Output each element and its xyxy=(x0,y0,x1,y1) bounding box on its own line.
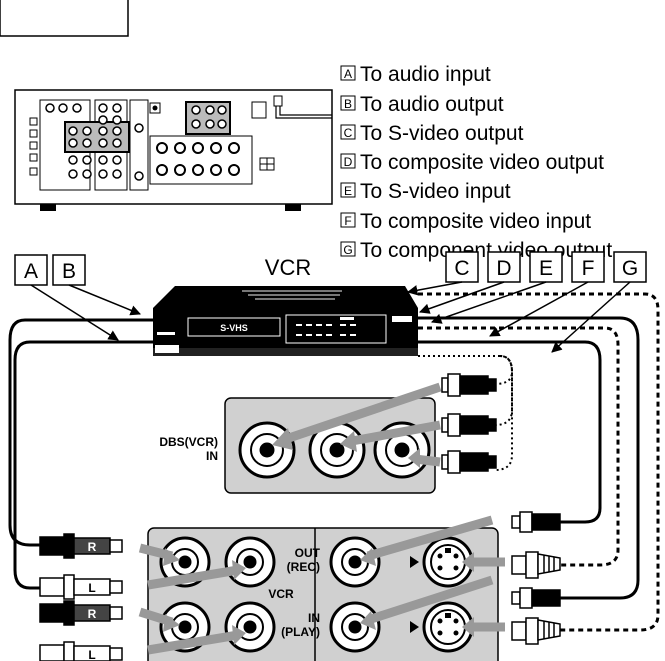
component-plug-1 xyxy=(441,373,497,397)
receiver-rear-panel xyxy=(14,89,333,211)
vcr-panel-label: VCR xyxy=(268,587,294,601)
svg-text:To audio output: To audio output xyxy=(360,93,504,116)
cable-a xyxy=(13,340,153,590)
svg-text:L: L xyxy=(88,581,95,595)
callout-f: F xyxy=(571,251,605,283)
svg-text:A: A xyxy=(24,260,38,283)
legend-item-b: B To audio output xyxy=(340,93,504,116)
svg-text:E: E xyxy=(539,257,553,280)
callout-e: E xyxy=(529,251,563,283)
callout-g: G xyxy=(613,251,647,283)
audio-plug-r-1: R xyxy=(39,533,123,559)
cable-f xyxy=(418,340,602,524)
vcr-badge: S-VHS xyxy=(220,323,248,333)
svg-text:E: E xyxy=(344,184,352,198)
svg-text:C: C xyxy=(454,257,469,280)
top-left-tab xyxy=(0,0,129,37)
component-plug-3 xyxy=(441,450,497,474)
rec-label: (REC) xyxy=(287,560,320,574)
svg-text:L: L xyxy=(88,648,95,661)
arrow-d xyxy=(419,281,505,314)
dbs-label: DBS(VCR) xyxy=(159,435,218,449)
receiver-vcr-panel: VCR OUT (REC) IN (PLAY) xyxy=(138,515,505,661)
vcr-unit: S-VHS xyxy=(153,286,418,356)
arrow-f xyxy=(489,281,589,337)
svg-text:D: D xyxy=(496,257,511,280)
play-label: (PLAY) xyxy=(281,625,320,639)
callout-b: B xyxy=(52,254,86,286)
svg-text:R: R xyxy=(88,607,97,621)
svg-text:To S-video output: To S-video output xyxy=(360,122,524,145)
svg-text:D: D xyxy=(344,155,353,169)
svg-text:A: A xyxy=(344,67,352,81)
svideo-plug-rec xyxy=(511,551,561,579)
callout-a: A xyxy=(14,254,48,286)
svg-text:To composite video output: To composite video output xyxy=(360,151,604,174)
svg-text:B: B xyxy=(344,97,352,111)
cable-g-branch-1 xyxy=(494,355,513,426)
legend: A To audio input B To audio output C To … xyxy=(340,63,612,262)
svg-text:C: C xyxy=(344,126,353,140)
svideo-plug-play xyxy=(511,617,561,645)
legend-item-f: F To composite video input xyxy=(340,210,591,233)
svg-text:F: F xyxy=(582,257,595,280)
audio-plug-l-1: L xyxy=(39,574,123,600)
cable-g xyxy=(418,355,513,471)
svg-text:To audio input: To audio input xyxy=(360,63,491,86)
arrow-b xyxy=(68,284,141,316)
component-plug-2 xyxy=(441,413,497,437)
svg-text:R: R xyxy=(88,540,97,554)
video-plugs xyxy=(511,511,561,645)
in-label: IN xyxy=(308,611,320,625)
cable-b xyxy=(8,318,153,547)
cable-g-branch-2 xyxy=(494,355,514,385)
arrow-c xyxy=(406,281,463,296)
legend-item-a: A To audio input xyxy=(340,63,491,86)
vcr-title: VCR xyxy=(265,255,311,280)
svg-text:F: F xyxy=(344,214,351,228)
legend-item-c: C To S-video output xyxy=(340,122,524,145)
svg-text:B: B xyxy=(62,260,76,283)
audio-plug-l-2: L xyxy=(39,641,123,661)
cable-e xyxy=(418,326,620,567)
dbs-vcr-in-panel: DBS(VCR) IN xyxy=(159,382,442,494)
audio-plug-r-2: R xyxy=(39,600,123,626)
svg-text:To S-video input: To S-video input xyxy=(360,180,511,203)
composite-plug-play xyxy=(511,587,561,609)
cable-d xyxy=(418,316,640,600)
component-plugs xyxy=(441,373,497,474)
svg-text:G: G xyxy=(343,243,352,257)
callout-c: C xyxy=(445,251,479,283)
arrow-a xyxy=(30,284,119,341)
arrow-e xyxy=(431,281,547,324)
svg-text:To composite video input: To composite video input xyxy=(360,210,591,233)
composite-plug-rec xyxy=(511,511,561,533)
dbs-in-label: IN xyxy=(206,449,218,463)
callout-d: D xyxy=(487,251,521,283)
audio-plugs: R L R L xyxy=(39,533,123,661)
svg-text:G: G xyxy=(622,257,638,280)
legend-item-e: E To S-video input xyxy=(340,180,511,203)
legend-item-d: D To composite video output xyxy=(340,151,604,174)
out-label: OUT xyxy=(295,546,321,560)
